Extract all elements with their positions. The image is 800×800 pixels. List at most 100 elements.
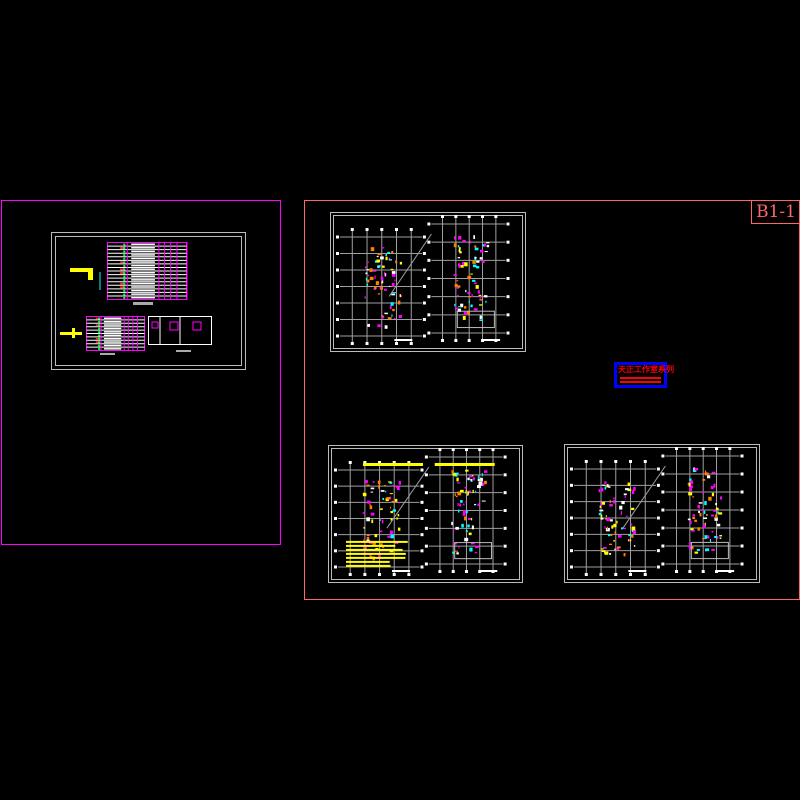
- equipment-mark: [363, 526, 365, 529]
- equipment-mark: [691, 545, 694, 550]
- equipment-mark: [472, 264, 477, 268]
- equipment-mark: [391, 250, 394, 254]
- equipment-mark: [366, 269, 369, 271]
- equipment-mark: [369, 276, 374, 281]
- equipment-mark: [632, 530, 636, 534]
- equipment-mark: [474, 257, 477, 259]
- equipment-mark: [459, 251, 462, 254]
- axis-bubble: [395, 228, 399, 231]
- axis-bubble: [740, 490, 744, 494]
- equipment-mark: [454, 284, 458, 288]
- equipment-mark: [395, 261, 398, 264]
- equipment-mark: [458, 247, 461, 251]
- equipment-mark: [469, 475, 473, 478]
- equipment-mark: [397, 300, 401, 305]
- axis-bubble: [395, 342, 399, 345]
- axis-bubble: [503, 509, 507, 512]
- drawing-caption: [176, 350, 191, 352]
- equipment-mark: [631, 534, 634, 538]
- axis-bubble: [506, 295, 510, 299]
- equipment-mark: [609, 543, 613, 545]
- axis-bubble: [506, 277, 510, 280]
- component-mark: [98, 327, 101, 330]
- equipment-mark: [688, 542, 693, 545]
- equipment-mark: [610, 534, 613, 536]
- equipment-mark: [706, 475, 711, 479]
- equipment-mark: [475, 545, 479, 549]
- equipment-mark: [688, 482, 691, 487]
- axis-bubble: [363, 461, 367, 464]
- equipment-mark: [467, 518, 472, 520]
- component-mark: [123, 286, 126, 289]
- axis-bubble: [740, 472, 744, 476]
- axis-bubble: [570, 516, 573, 520]
- equipment-mark: [453, 243, 457, 248]
- equipment-mark: [369, 268, 373, 272]
- equipment-mark: [395, 260, 397, 262]
- component-mark: [123, 264, 126, 267]
- axis-bubble: [629, 573, 633, 576]
- component-mark: [120, 268, 125, 271]
- equipment-mark: [389, 305, 392, 310]
- axis-bubble: [424, 509, 428, 512]
- equipment-mark: [394, 498, 398, 502]
- equipment-mark: [718, 512, 723, 515]
- equipment-mark: [380, 276, 384, 281]
- axis-bubble: [422, 235, 426, 239]
- equipment-mark: [468, 490, 472, 493]
- equipment-mark: [609, 519, 613, 522]
- pipe-symbol: [88, 268, 93, 280]
- equipment-mark: [381, 315, 384, 317]
- equipment-mark: [689, 520, 692, 525]
- equipment-mark: [385, 498, 389, 502]
- equipment-mark: [456, 477, 459, 482]
- component-mark: [123, 289, 126, 292]
- equipment-mark: [377, 265, 381, 268]
- axis-bubble: [614, 573, 618, 576]
- equipment-mark: [710, 486, 714, 490]
- component-mark: [120, 261, 125, 264]
- axis-bubble: [503, 473, 507, 477]
- equipment-mark: [384, 273, 387, 277]
- axis-bubble: [427, 258, 431, 262]
- equipment-mark: [461, 262, 466, 266]
- equipment-mark: [369, 505, 373, 510]
- axis-bubble: [715, 447, 719, 450]
- table-text: [131, 247, 155, 249]
- equipment-mark: [609, 503, 613, 507]
- stamp-title: 天正工作室系列: [618, 365, 674, 374]
- equipment-mark: [706, 535, 710, 539]
- axis-bubble: [478, 448, 482, 451]
- equipment-mark: [479, 299, 483, 301]
- equipment-mark: [711, 530, 714, 533]
- equipment-mark: [604, 551, 606, 554]
- axis-bubble: [506, 258, 510, 262]
- equipment-mark: [376, 259, 381, 263]
- equipment-mark: [483, 470, 488, 473]
- equipment-mark: [689, 547, 691, 550]
- component-mark: [98, 324, 101, 327]
- component-mark: [123, 282, 126, 285]
- table-text: [131, 296, 155, 299]
- drawing-caption: [482, 339, 501, 341]
- axis-bubble: [570, 549, 573, 553]
- equipment-mark: [462, 512, 466, 516]
- equipment-mark: [384, 271, 386, 276]
- equipment-mark: [377, 324, 381, 328]
- equipment-mark: [460, 265, 464, 268]
- equipment-mark: [457, 245, 460, 248]
- equipment-mark: [475, 285, 479, 289]
- equipment-mark: [381, 247, 385, 249]
- legend-box: [454, 542, 493, 560]
- axis-bubble: [427, 313, 431, 317]
- table-text: [103, 317, 122, 319]
- axis-bubble: [420, 468, 424, 472]
- equipment-mark: [457, 285, 461, 288]
- drawing-caption: [479, 570, 498, 572]
- equipment-mark: [479, 304, 483, 306]
- equipment-mark: [456, 552, 459, 555]
- equipment-mark: [630, 523, 633, 526]
- axis-bubble: [424, 526, 428, 530]
- component-mark: [123, 293, 126, 296]
